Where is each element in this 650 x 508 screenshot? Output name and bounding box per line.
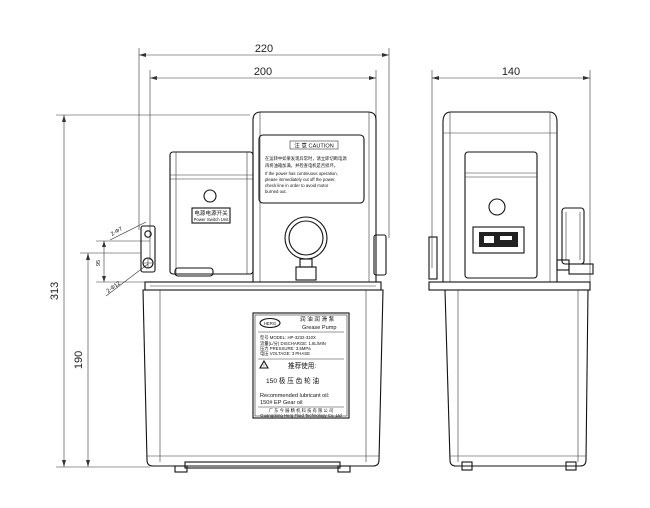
nameplate-spec-3: 电压 VOLTAGE: 3 PHASE — [260, 350, 310, 357]
side-motor — [464, 151, 538, 279]
caution-line-3: If the power has continuous operation, — [265, 171, 338, 176]
nameplate-logo-icon — [259, 317, 281, 329]
side-bracket — [428, 236, 438, 280]
motor-plate — [191, 207, 231, 224]
dimension-tank-height: 190 — [73, 252, 140, 467]
side-depth-label: 140 — [502, 66, 520, 78]
total-height-label: 313 — [49, 282, 61, 300]
dimension-overall-width: 220 — [138, 43, 390, 238]
hole-callouts: 2-Φ7 2-Φ12 — [106, 221, 149, 297]
side-terminal-box — [472, 226, 525, 254]
side-pump-head — [442, 111, 558, 283]
dimension-side-depth: 140 — [431, 66, 591, 285]
hole-bottom-label: 2-Φ12 — [106, 281, 122, 295]
caution-line-5: check line in order to avoid motor — [265, 183, 329, 188]
dimension-mount-spacing: 95 — [96, 240, 150, 283]
caution-line-1: 在运转中如果发现异常时，请立即切断电源 — [265, 155, 347, 162]
hole-top-label: 2-Φ7 — [110, 226, 124, 237]
nameplate-warning-cn: 推荐使用: — [288, 361, 316, 370]
warning-triangle-icon: ! — [259, 359, 269, 369]
nameplate-recommend-en2: 150# EP Gear oil — [260, 400, 303, 406]
side-oil-tank — [444, 289, 589, 471]
oil-tank — [142, 289, 384, 473]
overall-width-label: 220 — [255, 43, 273, 55]
caution-line-4: please immediately cut off the power, — [265, 177, 336, 182]
nameplate-title-en: Grease Pump — [302, 325, 337, 331]
nameplate-frame — [252, 312, 350, 419]
motor-plate-label: 电源电源开关 — [194, 209, 228, 217]
nameplate-logo: HERG — [264, 321, 277, 326]
motor-screw-icon — [203, 189, 217, 203]
nameplate-company-cn: 广 东 今 展 精 机 科 技 有 限 公 司 — [269, 407, 334, 414]
motor-housing: 电源电源开关 Power Switch Unit — [169, 151, 254, 277]
side-screw-icon — [488, 198, 506, 216]
caution-title: 注 意 CAUTION — [294, 142, 333, 150]
caution-line-6: burned out. — [265, 189, 287, 194]
nameplate: HERG 润 油 润 滑 泵 Grease Pump 型号 MODEL: HP-… — [252, 312, 350, 419]
motor-plate-sub-label: Power Switch Unit — [194, 217, 230, 222]
nameplate-recommend-en: Recommended lubricant oil: — [260, 393, 330, 399]
front-view: 电源电源开关 Power Switch Unit 注 意 CAUTION 在运转… — [140, 111, 387, 473]
dimension-body-width: 200 — [149, 66, 377, 260]
nameplate-company-en: Guangdong Herg Fluid Technology Co.,Ltd — [260, 413, 342, 418]
svg-text:!: ! — [263, 363, 264, 368]
side-view — [428, 111, 594, 471]
nameplate-spec-1: 流量(L/分) DISCHARGE: 1.8L/MIN — [260, 340, 326, 347]
mount-bracket-right — [373, 234, 387, 276]
pump-head: 注 意 CAUTION 在运转中如果发现异常时，请立即切断电源 再将油箱加满，并… — [252, 111, 377, 283]
caution-line-2: 再将油箱加满，并检查电机是否损坏。 — [265, 162, 338, 169]
mount-spacing-label: 95 — [96, 260, 102, 266]
body-width-label: 200 — [254, 66, 272, 78]
tank-height-label: 190 — [73, 351, 85, 369]
nameplate-oil-cn: 150 极 压 齿 轮 油 — [266, 376, 320, 385]
side-gauge-icon — [556, 207, 594, 275]
pressure-gauge-icon — [284, 216, 328, 281]
nameplate-title-cn: 润 油 润 滑 泵 — [300, 315, 335, 323]
dimension-total-height: 313 — [49, 114, 250, 468]
nameplate-model: 型号 MODEL: HP-3232-310X — [260, 334, 316, 341]
nameplate-spec-2: 压力 PRESSURE: 3.5MPa — [260, 345, 311, 352]
mount-bracket-left — [140, 225, 156, 273]
caution-plate — [258, 134, 365, 204]
